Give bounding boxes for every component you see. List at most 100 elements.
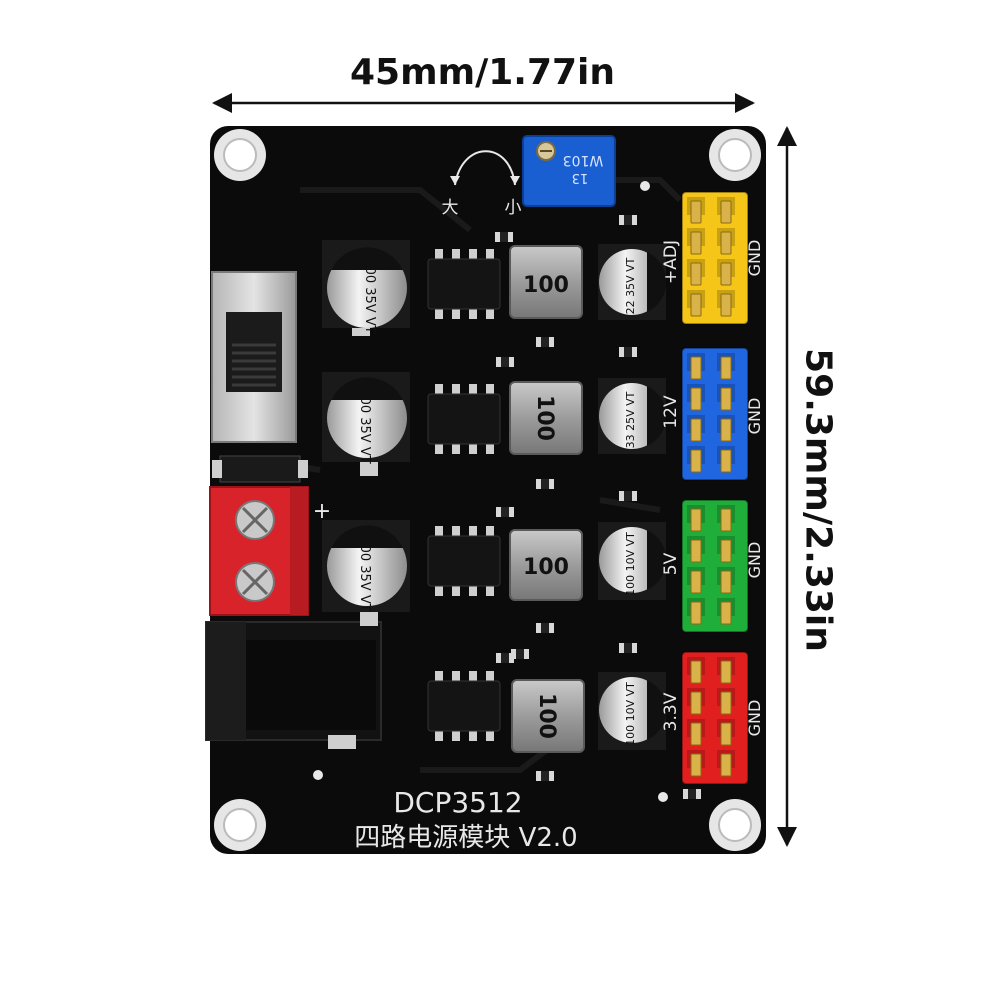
output-header-adj[interactable] bbox=[681, 191, 749, 325]
header-pin[interactable] bbox=[690, 293, 702, 317]
capacitor-brand: VT bbox=[624, 257, 637, 272]
header-pin[interactable] bbox=[690, 570, 702, 594]
mounting-hole bbox=[214, 129, 266, 181]
potentiometer[interactable]: W103 13 bbox=[522, 135, 616, 207]
capacitor-value: 22 bbox=[624, 300, 637, 314]
input-positive-sign: + bbox=[313, 499, 331, 524]
header-pin[interactable] bbox=[690, 231, 702, 255]
input-capacitor: 100 35V VT bbox=[322, 520, 410, 626]
pot-marking-bottom: 13 bbox=[572, 170, 589, 185]
output-capacitor: 100 10V VT bbox=[598, 522, 667, 600]
capacitor-voltage: 35V bbox=[362, 287, 377, 313]
gnd-label: GND bbox=[745, 542, 764, 579]
capacitor-voltage: 35V bbox=[357, 417, 372, 443]
regulator-chip bbox=[427, 670, 501, 742]
svg-text:100 35V VT: 100 35V VT bbox=[362, 258, 377, 333]
output-label-3v3: 3.3V bbox=[661, 692, 681, 731]
regulator-chip bbox=[427, 248, 501, 320]
inductor: 100 bbox=[509, 381, 583, 455]
regulator-chip bbox=[427, 525, 501, 597]
capacitor-value: 100 bbox=[624, 725, 637, 746]
capacitor-brand: VT bbox=[624, 532, 637, 547]
output-label-5v: 5V bbox=[661, 552, 681, 575]
capacitor-voltage: 25V bbox=[624, 409, 637, 431]
svg-text:100 10V VT: 100 10V VT bbox=[624, 682, 637, 746]
inductor: 100 bbox=[511, 679, 585, 753]
capacitor-value: 100 bbox=[362, 258, 377, 283]
output-label-adj: +ADJ bbox=[661, 240, 681, 284]
width-dimension-label: 45mm/1.77in bbox=[349, 52, 616, 93]
header-pin[interactable] bbox=[720, 231, 732, 255]
dc-barrel-jack[interactable] bbox=[205, 621, 382, 749]
inductor: 100 bbox=[509, 529, 583, 601]
capacitor-value: 33 bbox=[624, 434, 637, 448]
header-pin[interactable] bbox=[720, 293, 732, 317]
header-pin[interactable] bbox=[690, 449, 702, 473]
header-pin[interactable] bbox=[690, 262, 702, 286]
header-pin[interactable] bbox=[720, 387, 732, 411]
pot-decrease-label: 小 bbox=[505, 198, 522, 218]
header-pin[interactable] bbox=[720, 418, 732, 442]
inductor-value: 100 bbox=[523, 555, 569, 580]
pot-increase-label: 大 bbox=[442, 198, 459, 218]
inductor-value: 100 bbox=[534, 693, 559, 739]
output-capacitor: 22 35V VT bbox=[598, 244, 667, 320]
header-pin[interactable] bbox=[690, 722, 702, 746]
output-header-5v[interactable] bbox=[681, 499, 749, 633]
capacitor-value: 100 bbox=[357, 388, 372, 413]
header-pin[interactable] bbox=[720, 200, 732, 224]
input-screw-terminal[interactable] bbox=[209, 486, 309, 616]
header-pin[interactable] bbox=[690, 660, 702, 684]
header-pin[interactable] bbox=[690, 601, 702, 625]
header-pin[interactable] bbox=[720, 539, 732, 563]
svg-text:22 35V VT: 22 35V VT bbox=[624, 257, 637, 314]
diode bbox=[212, 455, 308, 483]
header-pin[interactable] bbox=[690, 691, 702, 715]
capacitor-voltage: 35V bbox=[357, 565, 372, 591]
capacitor-brand: VT bbox=[357, 447, 372, 464]
capacitor-brand: VT bbox=[624, 682, 637, 697]
svg-text:100 35V VT: 100 35V VT bbox=[357, 536, 372, 611]
header-pin[interactable] bbox=[720, 660, 732, 684]
header-pin[interactable] bbox=[690, 387, 702, 411]
header-pin[interactable] bbox=[720, 722, 732, 746]
header-pin[interactable] bbox=[720, 449, 732, 473]
power-switch[interactable] bbox=[211, 271, 297, 443]
output-header-3v3[interactable] bbox=[681, 651, 749, 785]
header-pin[interactable] bbox=[690, 418, 702, 442]
mounting-hole bbox=[709, 799, 761, 851]
svg-text:100 35V VT: 100 35V VT bbox=[357, 388, 372, 463]
regulator-chip bbox=[427, 383, 501, 455]
output-capacitor: 100 10V VT bbox=[598, 672, 667, 750]
output-header-12v[interactable] bbox=[681, 347, 749, 481]
header-pin[interactable] bbox=[720, 753, 732, 777]
header-pin[interactable] bbox=[720, 262, 732, 286]
header-pin[interactable] bbox=[690, 508, 702, 532]
header-pin[interactable] bbox=[720, 570, 732, 594]
header-pin[interactable] bbox=[720, 601, 732, 625]
capacitor-voltage: 10V bbox=[624, 549, 637, 571]
header-pin[interactable] bbox=[720, 691, 732, 715]
board-subtitle: 四路电源模块 V2.0 bbox=[354, 823, 577, 853]
inductor-value: 100 bbox=[532, 395, 557, 441]
header-pin[interactable] bbox=[690, 753, 702, 777]
gnd-label: GND bbox=[745, 398, 764, 435]
header-pin[interactable] bbox=[690, 200, 702, 224]
inductor-value: 100 bbox=[523, 273, 569, 298]
gnd-label: GND bbox=[745, 240, 764, 277]
output-capacitor: 33 25V VT bbox=[598, 378, 667, 454]
capacitor-value: 100 bbox=[357, 536, 372, 561]
output-label-12v: 12V bbox=[661, 395, 681, 429]
input-capacitor: 100 35V VT bbox=[322, 240, 410, 336]
inductor: 100 bbox=[509, 245, 583, 319]
header-pin[interactable] bbox=[690, 356, 702, 380]
capacitor-brand: VT bbox=[362, 317, 377, 334]
header-pin[interactable] bbox=[720, 356, 732, 380]
board-model: DCP3512 bbox=[393, 786, 522, 819]
mounting-hole bbox=[709, 129, 761, 181]
header-pin[interactable] bbox=[690, 539, 702, 563]
pot-marking-top: W103 bbox=[563, 152, 604, 168]
header-pin[interactable] bbox=[720, 508, 732, 532]
input-capacitor: 100 35V VT bbox=[322, 372, 410, 476]
